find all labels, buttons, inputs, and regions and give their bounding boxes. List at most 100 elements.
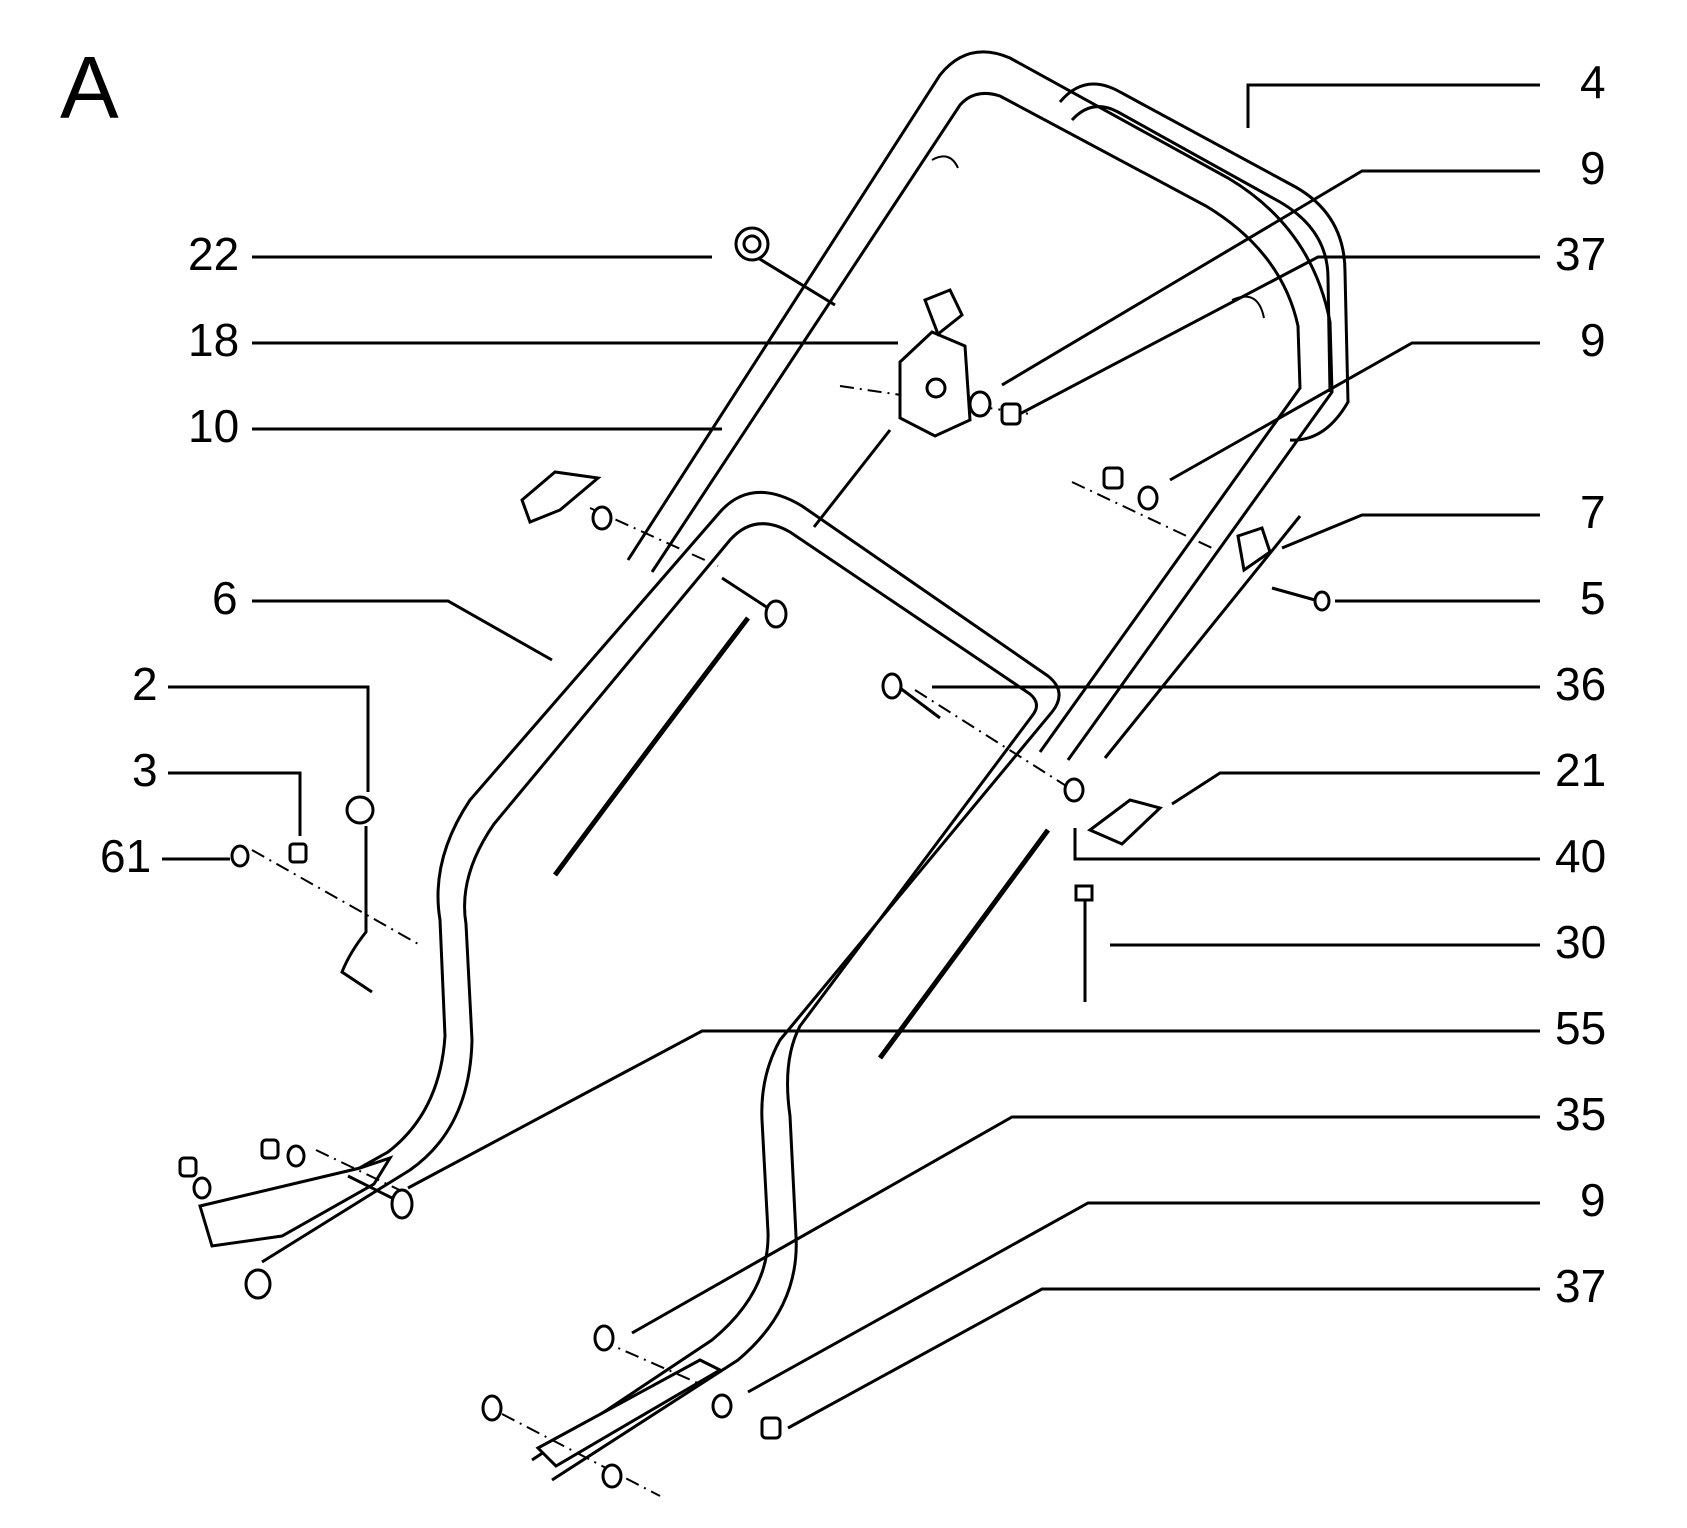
- axis-right-upper: [1071, 481, 1213, 549]
- spring-22-leg: [757, 256, 836, 307]
- nut-37-top: [1000, 402, 1022, 426]
- callout-label-9-mid: 9: [1580, 314, 1606, 366]
- callout-label-4: 4: [1580, 56, 1606, 108]
- leader-55: [407, 1029, 1540, 1190]
- callout-label-9-bottom: 9: [1580, 1174, 1606, 1226]
- leader-37-top: [1011, 255, 1540, 420]
- washer-9-top: [968, 390, 992, 418]
- axis-right-bottom: [599, 1339, 701, 1385]
- control-box-pivot: [925, 377, 947, 399]
- lower-handle: [198, 491, 1061, 1482]
- leader-9-bottom: [747, 1201, 1540, 1394]
- leader-6: [252, 599, 553, 662]
- callout-label-6: 6: [212, 572, 238, 624]
- leader-40: [1073, 828, 1540, 861]
- leader-37-bottom: [787, 1287, 1540, 1430]
- carriage-bolt-upper-shank: [721, 576, 769, 610]
- nut-37-mid: [1102, 466, 1124, 490]
- callout-label-37-bottom: 37: [1555, 1260, 1606, 1312]
- callout-label-2: 2: [132, 658, 158, 710]
- axis-left-lever: [251, 849, 421, 946]
- callout-label-22: 22: [188, 228, 239, 280]
- leader-9-top: [1001, 169, 1540, 387]
- bolt-61-head: [230, 844, 250, 868]
- axis-left-bottom: [315, 1149, 413, 1197]
- carriage-bolt-55-head: [390, 1188, 414, 1220]
- screw-5-head: [1313, 590, 1331, 612]
- callout-label-30: 30: [1555, 916, 1606, 968]
- callout-label-9-top: 9: [1580, 142, 1606, 194]
- callout-label-10: 10: [188, 400, 239, 452]
- cable-left-segment: [552, 616, 750, 877]
- leader-7: [1281, 513, 1540, 550]
- left-mount-bracket: [198, 1155, 394, 1248]
- knob-21-left: [520, 470, 602, 524]
- callout-label-21: 21: [1555, 744, 1606, 796]
- callout-label-61: 61: [100, 830, 151, 882]
- upper-handle: [626, 50, 1350, 761]
- callout-label-7: 7: [1580, 486, 1606, 538]
- lever-2-rod: [340, 826, 373, 994]
- callout-label-18: 18: [188, 314, 239, 366]
- washer-9-mid: [1137, 485, 1159, 511]
- screw-35-lower: [481, 1394, 503, 1422]
- leader-21: [1171, 771, 1540, 806]
- nut-lower-left-1: [260, 1138, 280, 1160]
- bolt-36-shank: [899, 686, 941, 720]
- axis-left-upper: [589, 507, 719, 567]
- cable-tie-head: [1074, 884, 1094, 902]
- spring-22-coil-inner: [742, 234, 762, 254]
- clamp-7: [1236, 526, 1272, 573]
- callout-label-5: 5: [1580, 572, 1606, 624]
- hardware: [178, 226, 1331, 1489]
- screw-5-shank: [1271, 586, 1316, 602]
- lever-2-eye: [345, 795, 375, 825]
- bolt-lower-left-head: [244, 1268, 272, 1300]
- axis-right-base: [501, 1413, 661, 1497]
- nut-lower-left-2: [178, 1156, 198, 1178]
- right-mount-bracket: [535, 1358, 724, 1468]
- cable-lower-segment: [877, 828, 1051, 1060]
- callout-label-3: 3: [132, 744, 158, 796]
- callout-label-36: 36: [1555, 658, 1606, 710]
- leader-3: [168, 771, 302, 836]
- washer-lower-left-1: [286, 1144, 306, 1168]
- lower-handle-inner: [261, 522, 1038, 1482]
- control-box-lever: [923, 288, 964, 337]
- cable-upper-segment: [812, 429, 892, 528]
- washer-40: [1063, 777, 1085, 803]
- upper-handle-inner: [650, 92, 1302, 753]
- lower-handle-outer: [231, 491, 1061, 1462]
- control-bar-4-inner: [1070, 105, 1332, 393]
- leader-4: [1246, 83, 1540, 128]
- callout-label-40: 40: [1555, 830, 1606, 882]
- handle-grip-marks: [931, 155, 1265, 319]
- cables: [552, 429, 1302, 1060]
- control-bar-4: [1058, 82, 1350, 442]
- leader-lines: [162, 83, 1540, 1430]
- leader-2: [168, 685, 370, 792]
- callout-label-35: 35: [1555, 1088, 1606, 1140]
- knob-21-right: [1087, 798, 1163, 846]
- screw-35-upper: [593, 1324, 615, 1352]
- washer-base: [601, 1463, 623, 1489]
- carriage-bolt-upper-head: [764, 599, 788, 629]
- cable-right-segment: [1103, 515, 1302, 759]
- left-callouts: 22 18 10 6 2 3 61: [100, 228, 239, 882]
- upper-handle-outer: [626, 50, 1334, 761]
- leader-9-mid: [1169, 341, 1540, 482]
- washer-lower-left-2: [192, 1176, 212, 1200]
- carriage-bolt-55-shank: [347, 1174, 397, 1202]
- right-callouts: 4 9 37 9 7 5 36 21 40 30 55 35 9 37: [1555, 56, 1606, 1312]
- leader-35: [631, 1115, 1540, 1335]
- bolt-36-head: [881, 672, 903, 700]
- callout-label-37-top: 37: [1555, 228, 1606, 280]
- section-letter: A: [60, 38, 119, 137]
- axis-right-lower: [914, 689, 1083, 797]
- assembly-axes: [251, 385, 1213, 1497]
- nut-3: [288, 842, 308, 864]
- callout-label-55: 55: [1555, 1002, 1606, 1054]
- nut-37-bottom: [760, 1416, 782, 1440]
